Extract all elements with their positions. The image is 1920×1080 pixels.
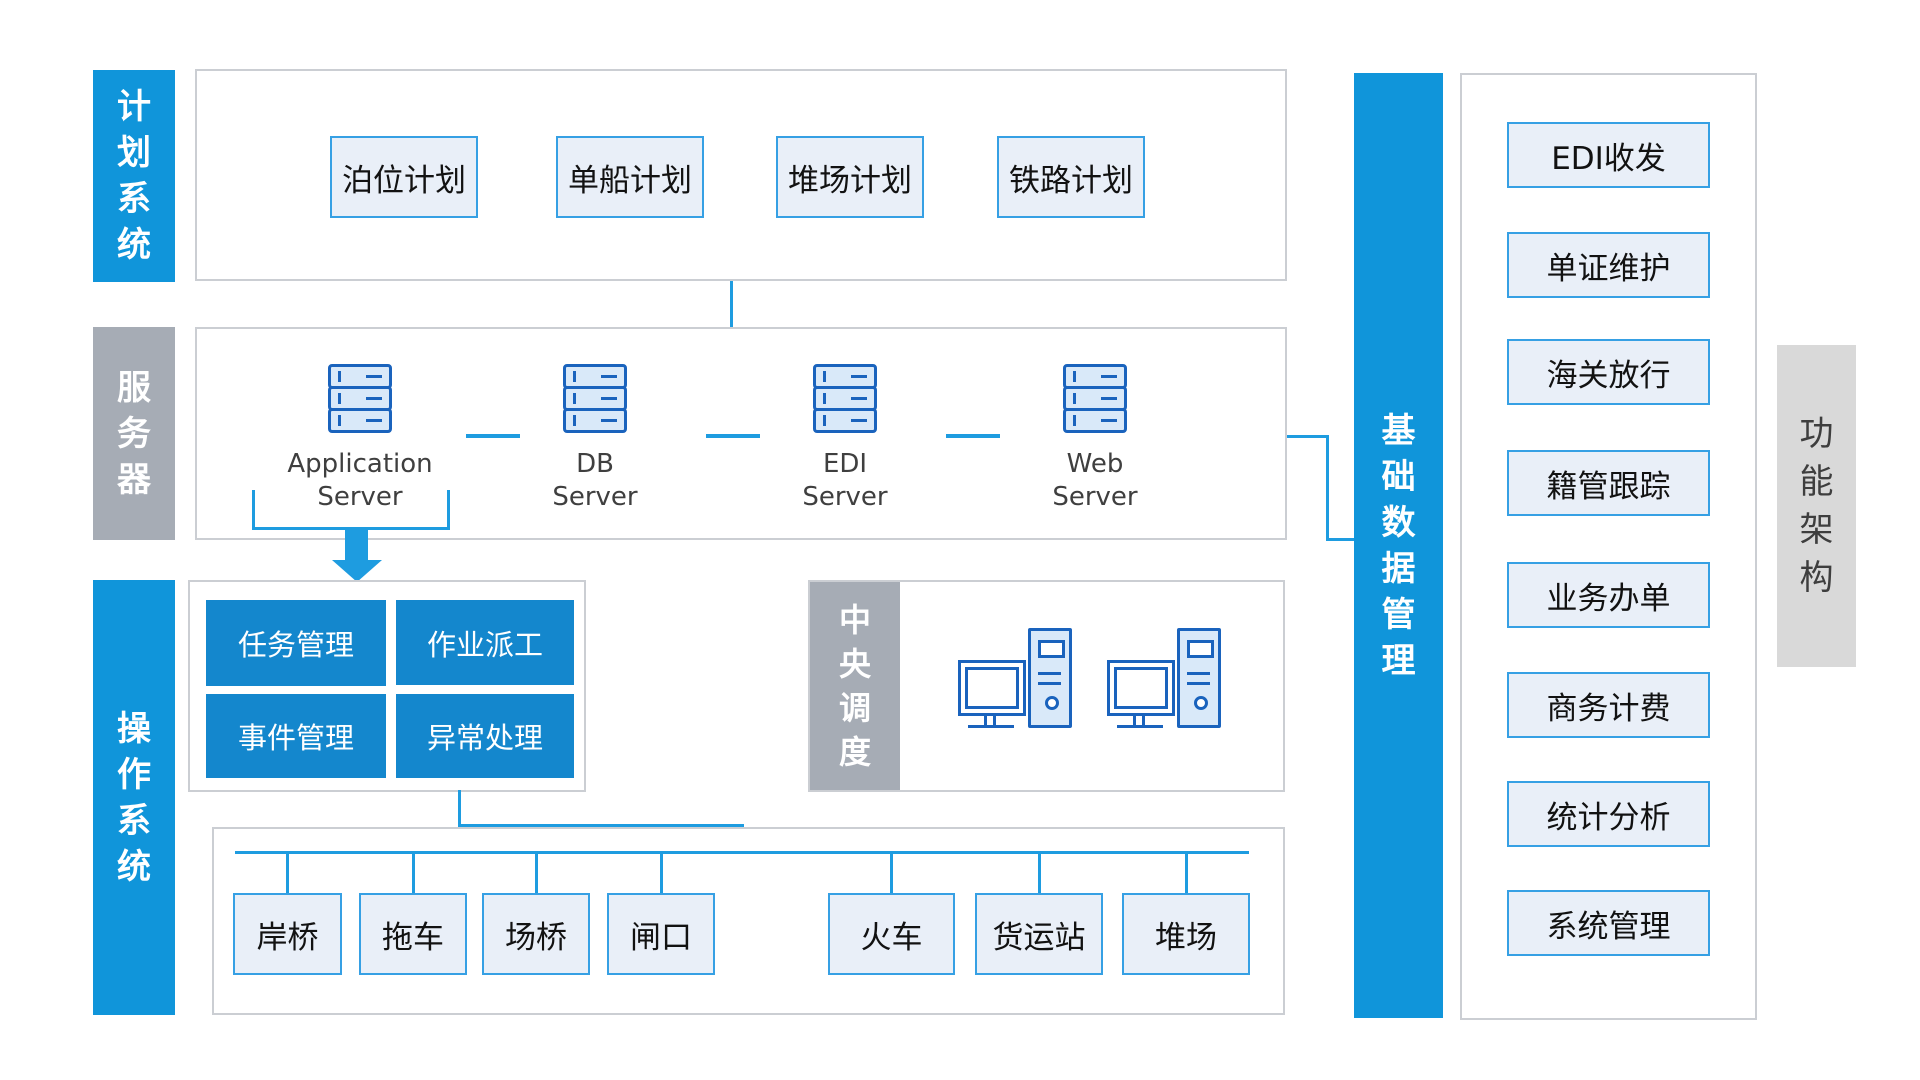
function-box-system-admin: 系统管理	[1507, 890, 1710, 956]
connector-planning-to-server	[730, 281, 733, 327]
desktop-computer-icon	[958, 628, 1078, 736]
operation-button-dispatch: 作业派工	[396, 600, 574, 685]
left-bar-planning-system: 计划系统	[93, 70, 175, 282]
server-link-dash	[946, 434, 1000, 438]
stub-line	[1038, 851, 1041, 893]
left-bar-operation-label: 操作系统	[117, 708, 151, 887]
terminal-box-quay-crane: 岸桥	[233, 893, 342, 975]
function-box-customs: 海关放行	[1507, 339, 1710, 405]
connector-ops-across	[458, 824, 744, 827]
desktop-computer-icon	[1107, 628, 1227, 736]
plan-box-berth-label: 泊位计划	[342, 162, 466, 199]
connector-server-to-bar	[1326, 538, 1354, 541]
left-bar-server: 服务器	[93, 327, 175, 540]
server-link-dash	[706, 434, 760, 438]
terminal-box-yard-crane: 场桥	[482, 893, 590, 975]
left-bar-operation-system: 操作系统	[93, 580, 175, 1015]
stub-line	[412, 851, 415, 893]
central-dispatch-bar: 中央调度	[810, 582, 900, 790]
server-icon	[813, 364, 877, 433]
server-icon	[328, 364, 392, 433]
bus-line	[235, 851, 1249, 854]
terminal-box-train: 火车	[828, 893, 955, 975]
plan-box-yard: 堆场计划	[776, 136, 924, 218]
stub-line	[890, 851, 893, 893]
base-data-management-label: 基础数据管理	[1381, 410, 1416, 681]
left-bar-server-label: 服务器	[117, 367, 151, 500]
plan-box-rail: 铁路计划	[997, 136, 1145, 218]
operation-button-exception: 异常处理	[396, 694, 574, 778]
terminal-box-truck: 拖车	[359, 893, 467, 975]
function-box-edi: EDI收发	[1507, 122, 1710, 188]
server-label-edi: EDI Server	[802, 449, 888, 512]
function-box-billing: 商务计费	[1507, 672, 1710, 738]
function-box-statistics: 统计分析	[1507, 781, 1710, 847]
terminal-box-yard: 堆场	[1122, 893, 1250, 975]
server-panel	[195, 327, 1287, 540]
function-box-business-order: 业务办单	[1507, 562, 1710, 628]
server-label-db: DB Server	[552, 449, 638, 512]
terminal-box-freight-station: 货运站	[975, 893, 1103, 975]
left-bar-planning-label: 计划系统	[117, 87, 151, 265]
server-label-web: Web Server	[1052, 449, 1138, 512]
stub-line	[660, 851, 663, 893]
connector-server-right-drop	[1326, 435, 1329, 541]
function-box-tracking: 籍管跟踪	[1507, 450, 1710, 516]
app-server-bracket	[252, 490, 450, 530]
function-box-documents: 单证维护	[1507, 232, 1710, 298]
operation-button-event: 事件管理	[206, 694, 386, 778]
plan-box-berth: 泊位计划	[330, 136, 478, 218]
plan-box-yard-label: 堆场计划	[788, 162, 912, 199]
down-arrow-icon	[332, 560, 382, 582]
central-dispatch-label: 中央调度	[838, 601, 871, 771]
stub-line	[286, 851, 289, 893]
server-icon	[563, 364, 627, 433]
connector-server-right	[1287, 435, 1329, 438]
connector-ops-down	[458, 790, 461, 827]
down-arrow-icon	[345, 528, 368, 561]
server-icon	[1063, 364, 1127, 433]
terminal-box-gate: 闸口	[607, 893, 715, 975]
plan-box-vessel-label: 单船计划	[568, 162, 692, 199]
stub-line	[535, 851, 538, 893]
plan-box-rail-label: 铁路计划	[1009, 162, 1133, 199]
functions-panel	[1460, 73, 1757, 1020]
corner-bar-label: 功能架构	[1799, 414, 1834, 598]
stub-line	[1185, 851, 1188, 893]
server-label-application: Application Server	[287, 449, 433, 512]
corner-bar-functional-architecture: 功能架构	[1777, 345, 1856, 667]
operation-button-task: 任务管理	[206, 600, 386, 686]
plan-box-vessel: 单船计划	[556, 136, 704, 218]
base-data-management-bar: 基础数据管理	[1354, 73, 1443, 1018]
server-link-dash	[466, 434, 520, 438]
